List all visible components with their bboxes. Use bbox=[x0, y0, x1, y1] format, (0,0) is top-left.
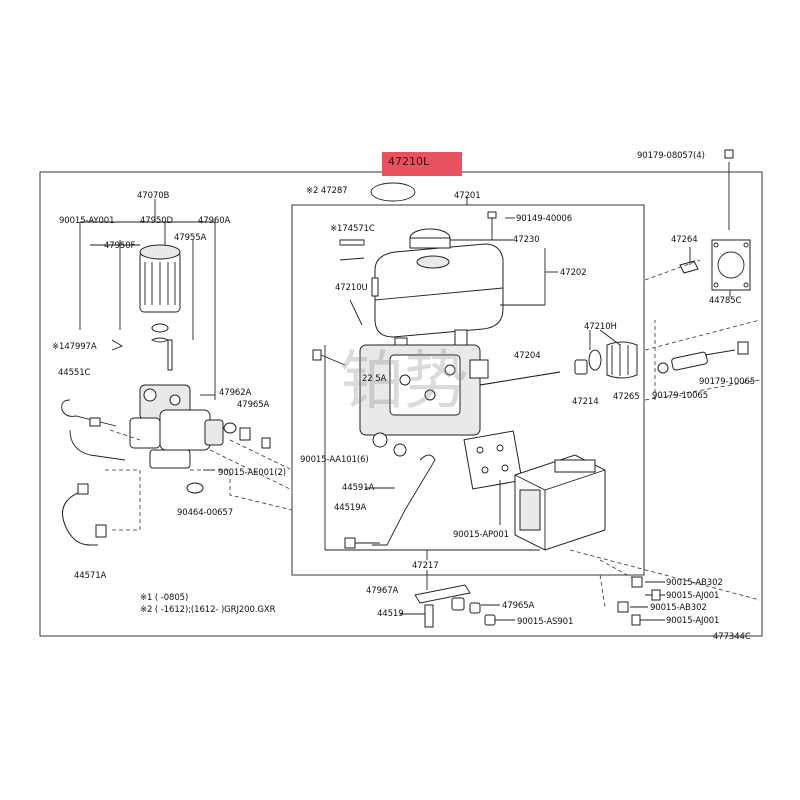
label-90015-AA101: 90015-AA101(6) bbox=[300, 455, 369, 465]
label-47201: 47201 bbox=[454, 191, 481, 201]
clip-47997A bbox=[111, 339, 124, 351]
master-cylinder-body bbox=[359, 344, 489, 457]
gasket-90015-AP001 bbox=[463, 430, 523, 490]
label-47264: 47264 bbox=[671, 235, 698, 245]
label-47997A: ※147997A bbox=[52, 342, 97, 352]
label-90015-AP001: 90015-AP001 bbox=[453, 530, 509, 540]
label-47955A: 47955A bbox=[174, 233, 207, 243]
label-47204: 47204 bbox=[514, 351, 541, 361]
highlight-box bbox=[382, 152, 462, 176]
clamp-90464 bbox=[186, 482, 204, 494]
label-44519: 44519 bbox=[377, 609, 404, 619]
label-44785C: 44785C bbox=[709, 296, 742, 306]
bracket-47967A bbox=[414, 584, 471, 604]
label-2215A: 22 5A bbox=[362, 374, 387, 384]
label-47210H: 47210H bbox=[584, 322, 617, 332]
bolt-44519A bbox=[344, 537, 380, 549]
pump-motor-assembly bbox=[129, 384, 224, 469]
label-90149-40006: 90149-40006 bbox=[516, 214, 573, 224]
label-90015-AJ001-a: 90015-AJ001 bbox=[666, 591, 720, 601]
fittings-47962A bbox=[223, 422, 271, 449]
label-47202: 47202 bbox=[560, 268, 587, 278]
filter-cartridge bbox=[139, 244, 181, 371]
label-47960A: 47960A bbox=[198, 216, 231, 226]
label-90015-AB302-b: 90015-AB302 bbox=[650, 603, 707, 613]
footnote-1: ※1 ( -0805) bbox=[140, 593, 189, 603]
label-90179-08057: 90179-08057(4) bbox=[637, 151, 705, 161]
label-47287: ※2 47287 bbox=[306, 186, 348, 196]
label-44591A: 44591A bbox=[342, 483, 375, 493]
label-90179-10065-a: 90179-10065 bbox=[699, 377, 756, 387]
rod-74571C bbox=[339, 239, 365, 261]
reservoir-47202 bbox=[371, 228, 504, 354]
hose-44571A bbox=[62, 483, 107, 546]
label-47217: 47217 bbox=[412, 561, 439, 571]
label-47965A: 47965A bbox=[237, 400, 270, 410]
label-90464-00657: 90464-00657 bbox=[177, 508, 234, 518]
footnote-2: ※2 ( -1612);(1612- )GRJ200.GXR bbox=[140, 605, 276, 615]
label-90015-AS901: 90015-AS901 bbox=[517, 617, 574, 627]
gasket-47287 bbox=[370, 182, 416, 202]
label-47967A: 47967A bbox=[366, 586, 399, 596]
bolt-90149 bbox=[487, 211, 497, 240]
watermark: 铂势 bbox=[340, 345, 468, 419]
rod-right bbox=[657, 341, 749, 374]
bracket-44591A bbox=[372, 454, 436, 546]
label-47230: 47230 bbox=[513, 235, 540, 245]
pin-47210U bbox=[349, 299, 363, 326]
label-74571C: ※174571C bbox=[330, 224, 375, 234]
label-47070B: 47070B bbox=[137, 191, 170, 201]
label-90015-AE001: 90015-AE001(2) bbox=[218, 468, 286, 478]
label-477344C: 477344C bbox=[713, 632, 751, 642]
label-47962A: 47962A bbox=[219, 388, 252, 398]
gasket-44785C bbox=[711, 149, 751, 291]
label-47965A-b: 47965A bbox=[502, 601, 535, 611]
label-44519A: 44519A bbox=[334, 503, 367, 513]
inner-frame bbox=[291, 204, 645, 576]
clip-47264 bbox=[679, 260, 699, 274]
hose-44551C bbox=[61, 399, 126, 461]
label-90015-AJ001-b: 90015-AJ001 bbox=[666, 616, 720, 626]
label-47214: 47214 bbox=[572, 397, 599, 407]
label-47950F: 47950F bbox=[104, 241, 136, 251]
label-44571A: 44571A bbox=[74, 571, 107, 581]
label-47950D: 47950D bbox=[140, 216, 173, 226]
actuator-box bbox=[514, 454, 606, 551]
label-47265: 47265 bbox=[613, 392, 640, 402]
label-44551C: 44551C bbox=[58, 368, 91, 378]
label-90179-10065-b: 90179-10065 bbox=[652, 391, 709, 401]
label-90015-AB302-a: 90015-AB302 bbox=[666, 578, 723, 588]
label-47210U: 47210U bbox=[335, 283, 368, 293]
label-90015-AY001: 90015-AY001 bbox=[59, 216, 115, 226]
rod-47204 bbox=[479, 359, 588, 386]
boot-47265 bbox=[588, 341, 638, 379]
highlighted-part-label: 47210L bbox=[388, 155, 430, 168]
